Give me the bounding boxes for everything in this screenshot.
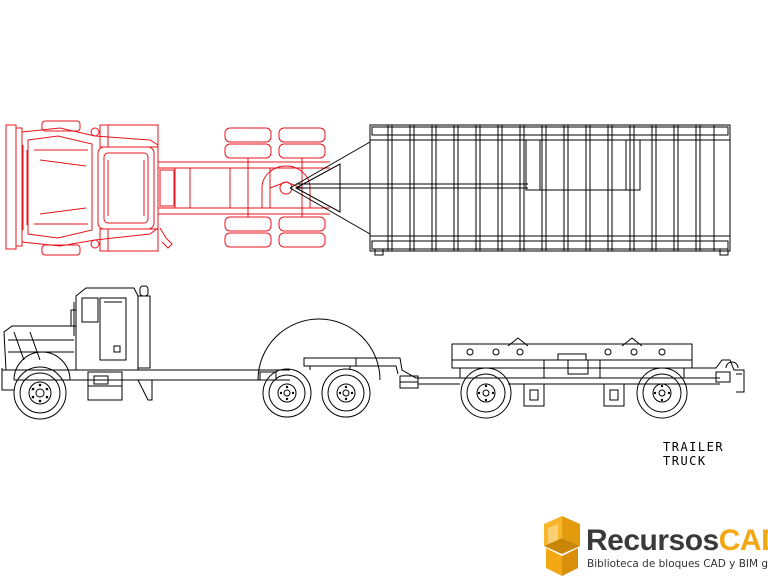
logo-wordmark: RecursosCAD [586, 524, 768, 558]
side-view-trailer [356, 337, 745, 419]
top-view-tractor [5, 120, 330, 256]
logo-brand-accent: CAD [718, 524, 768, 557]
recursoscad-logo: RecursosCAD Biblioteca de bloques CAD y … [540, 515, 768, 576]
logo-brand-main: Recursos [586, 524, 719, 557]
recursoscad-cube-icon [544, 516, 580, 576]
top-view-trailer [289, 124, 731, 256]
logo-tagline: Biblioteca de bloques CAD y BIM gratuita [587, 558, 768, 570]
side-view-truck [1, 285, 381, 420]
drawing-caption: TRAILER TRUCK [663, 440, 725, 468]
